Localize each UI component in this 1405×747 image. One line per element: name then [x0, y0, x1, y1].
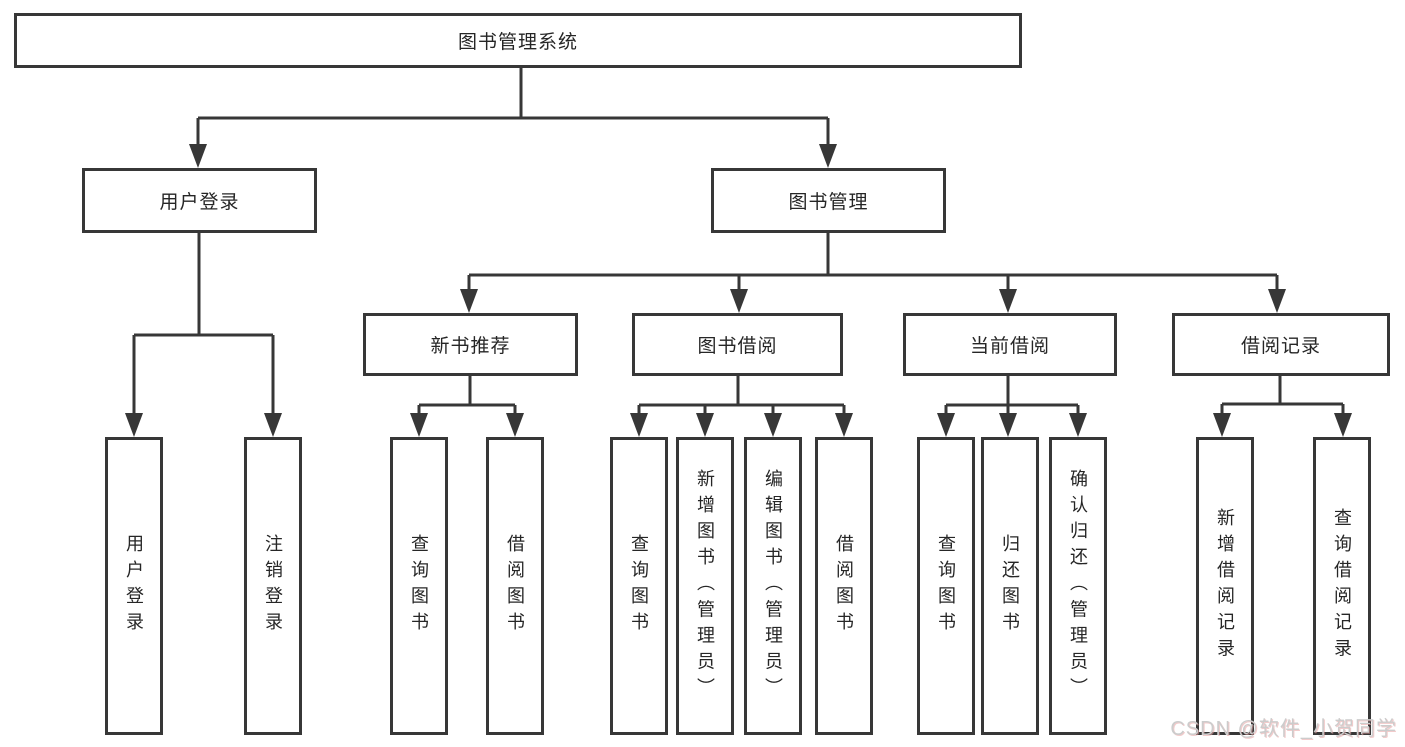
- node-book-borrowing: 图书借阅: [632, 313, 843, 376]
- leaf-records-add: 新增借阅记录: [1196, 437, 1254, 735]
- leaf-records-query: 查询借阅记录: [1313, 437, 1371, 735]
- leaf-current-return-books: 归还图书: [981, 437, 1039, 735]
- leaf-recommend-query-books: 查询图书: [390, 437, 448, 735]
- node-new-book-recommend: 新书推荐: [363, 313, 578, 376]
- leaf-borrow-query-books: 查询图书: [610, 437, 668, 735]
- node-current-borrowing: 当前借阅: [903, 313, 1117, 376]
- leaf-borrow-edit-books-admin: 编辑图书（管理员）: [744, 437, 802, 735]
- node-book-management: 图书管理: [711, 168, 946, 233]
- leaf-logout: 注销登录: [244, 437, 302, 735]
- node-borrowing-records: 借阅记录: [1172, 313, 1390, 376]
- leaf-current-confirm-return-admin: 确认归还（管理员）: [1049, 437, 1107, 735]
- node-root-library-system: 图书管理系统: [14, 13, 1022, 68]
- node-user-login: 用户登录: [82, 168, 317, 233]
- leaf-recommend-borrow-books: 借阅图书: [486, 437, 544, 735]
- csdn-watermark: CSDN @软件_小贺同学: [1170, 718, 1397, 740]
- leaf-user-login: 用户登录: [105, 437, 163, 735]
- leaf-borrow-add-books-admin: 新增图书（管理员）: [676, 437, 734, 735]
- leaf-borrow-borrow-books: 借阅图书: [815, 437, 873, 735]
- leaf-current-query-books: 查询图书: [917, 437, 975, 735]
